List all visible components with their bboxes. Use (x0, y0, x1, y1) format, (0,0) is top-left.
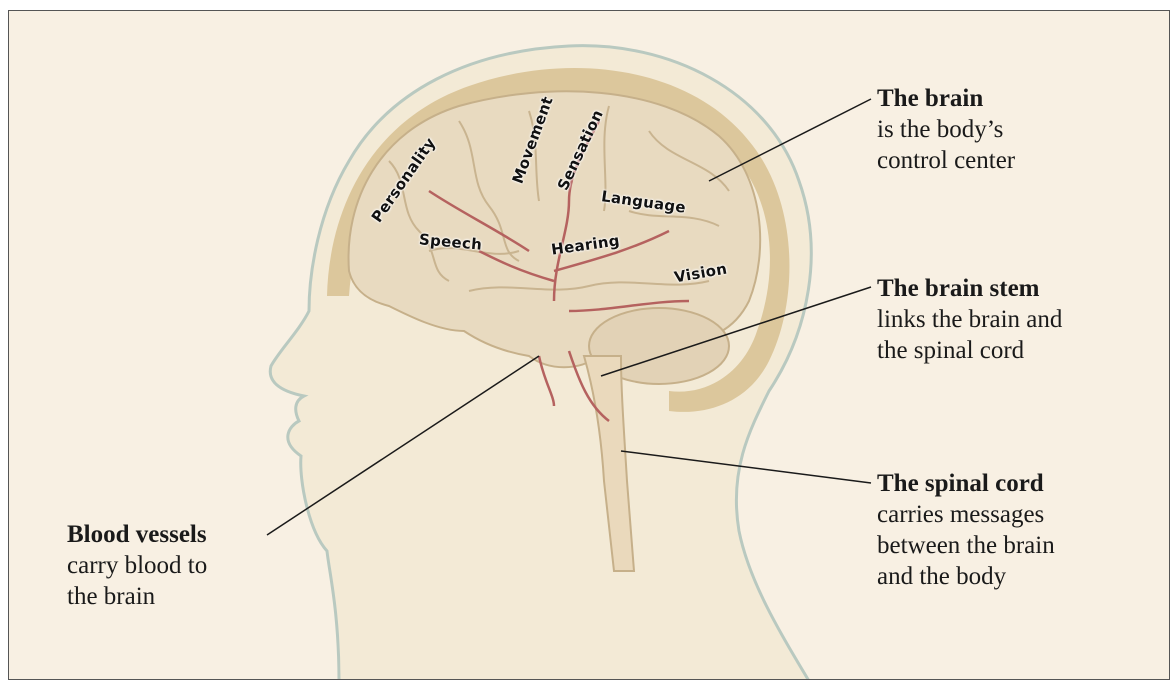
callout-spinal-cord: The spinal cord carries messages between… (877, 468, 1055, 592)
diagram-frame: Personality Movement Sensation Language … (8, 10, 1170, 680)
callout-brain-stem-desc-line: links the brain and (877, 304, 1062, 335)
callout-brain-stem: The brain stem links the brain and the s… (877, 273, 1062, 366)
callout-blood-vessels-title: Blood vessels (67, 519, 207, 550)
callout-brain-stem-title: The brain stem (877, 273, 1062, 304)
callout-blood-vessels: Blood vessels carry blood to the brain (67, 519, 207, 612)
callout-brain-stem-desc-line: the spinal cord (877, 335, 1062, 366)
callout-brain-desc-line: is the body’s (877, 114, 1015, 145)
callout-brain-desc-line: control center (877, 145, 1015, 176)
callout-spinal-cord-desc-line: between the brain (877, 530, 1055, 561)
callout-brain: The brain is the body’s control center (877, 83, 1015, 176)
callout-blood-vessels-desc-line: carry blood to (67, 550, 207, 581)
callout-spinal-cord-desc-line: carries messages (877, 499, 1055, 530)
callout-brain-title: The brain (877, 83, 1015, 114)
callout-spinal-cord-title: The spinal cord (877, 468, 1055, 499)
callout-spinal-cord-desc-line: and the body (877, 561, 1055, 592)
callout-blood-vessels-desc-line: the brain (67, 581, 207, 612)
